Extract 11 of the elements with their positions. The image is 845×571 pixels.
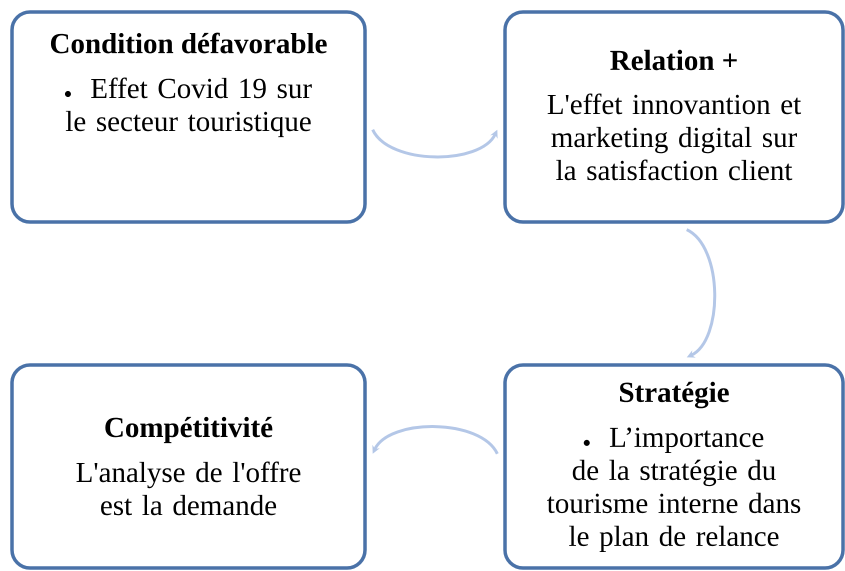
box-title: Relation + [610, 50, 737, 70]
curved-arrow [686, 228, 716, 358]
bullet-text: Effet Covid 19 sur le secteur touristique [64, 78, 312, 138]
box-title: Compétitivité [105, 416, 272, 444]
curved-arrow [371, 128, 498, 158]
box-text: L'effet innovantion et marketing digital sur la satisfaction client [548, 94, 802, 180]
box-text: L'analyse de l'offre est la demande [76, 462, 300, 516]
curved-arrow [372, 425, 499, 455]
box-title: Stratégie [620, 382, 729, 408]
bullet-text: L’importance de la stratégie du tourisme interne dans le plan de relance [547, 428, 800, 552]
box-title: Condition défavorable [50, 32, 327, 54]
